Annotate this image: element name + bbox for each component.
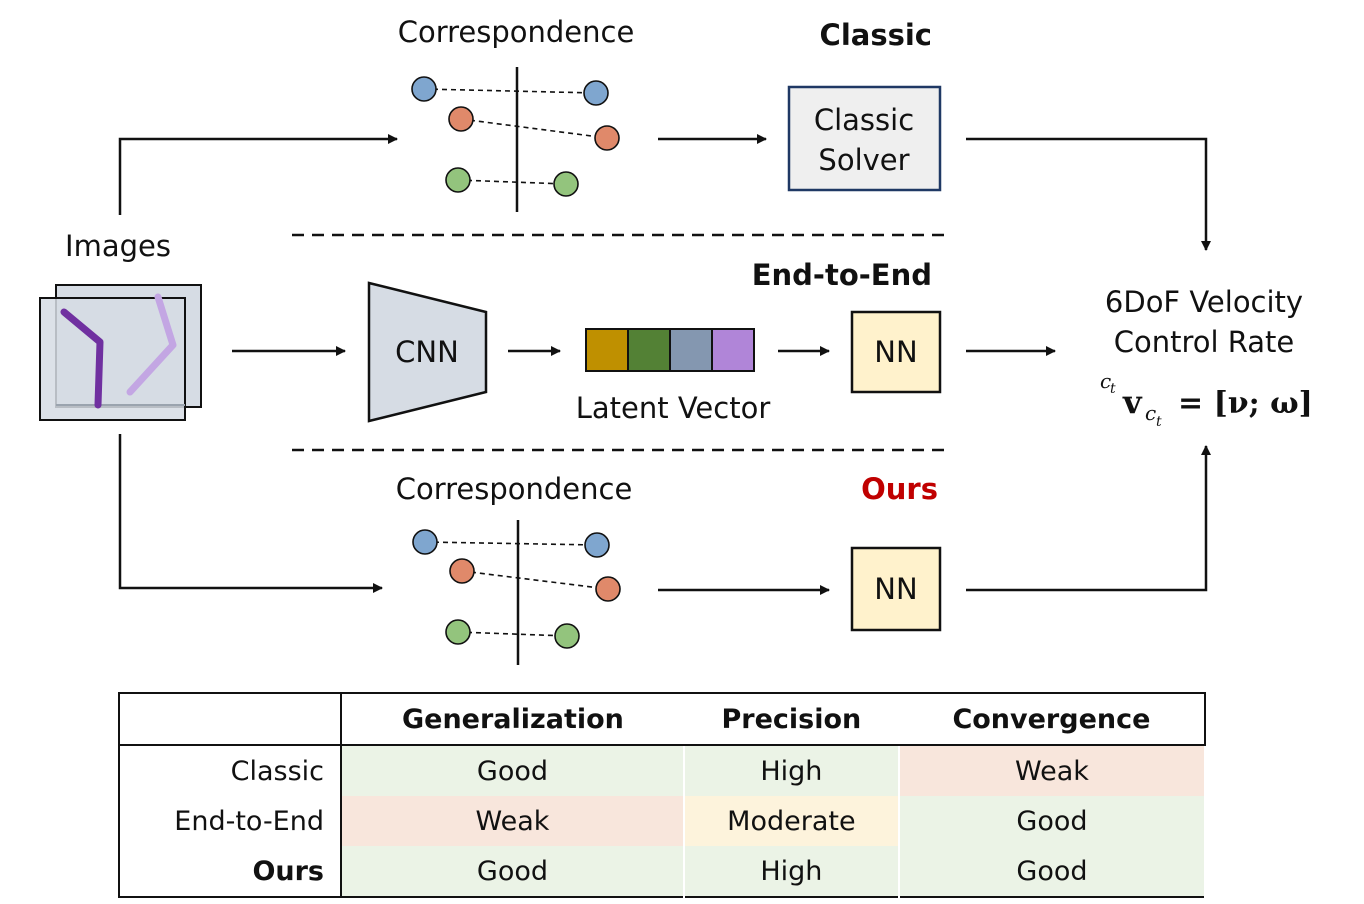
formula-superscript: c (1100, 369, 1111, 393)
output-label-line1: 6DoF Velocity (1105, 285, 1303, 319)
velocity-formula: c t v c t = [ν; ω] (1100, 369, 1313, 430)
table-cell: Moderate (683, 796, 900, 846)
classic-title: Classic (820, 18, 932, 52)
table-cell: Good (898, 846, 1207, 897)
correspondence-bottom-label: Correspondence (396, 472, 633, 506)
cnn-label: CNN (395, 335, 459, 369)
table-cell: Weak (341, 796, 685, 846)
formula-rhs: = [ν; ω] (1178, 386, 1313, 421)
table-cell: High (683, 846, 900, 897)
table-cell: Good (898, 796, 1207, 846)
row-label-end-to-end: End-to-End (119, 796, 342, 846)
table-header-precision: Precision (683, 693, 899, 746)
comparison-table: Generalization Precision Convergence Cla… (118, 692, 1207, 898)
correspondence-bottom-icon (412, 520, 621, 665)
correspondence-top-label: Correspondence (398, 15, 635, 49)
nn-bottom-to-output-arrow (966, 445, 1211, 592)
bottom-branch-arrow (118, 434, 383, 593)
formula-v: v (1122, 383, 1143, 421)
table-cell: Good (341, 846, 685, 897)
input-images-icon (39, 284, 202, 421)
row-label-classic: Classic (119, 745, 342, 796)
nn-middle-label: NN (874, 335, 917, 369)
table-header-generalization: Generalization (341, 693, 684, 746)
table-corner-cell (119, 693, 342, 746)
classic-solver-label-line1: Classic (814, 103, 914, 137)
table-row: End-to-End Weak Moderate Good (119, 796, 1207, 846)
top-branch-arrow (118, 134, 398, 215)
solver-to-output-arrow (966, 137, 1211, 251)
correspondence-top-icon (411, 67, 620, 212)
ours-title: Ours (861, 472, 938, 506)
table-cell: High (683, 745, 900, 796)
latent-vector-icon (585, 328, 755, 372)
latent-vector-label: Latent Vector (576, 391, 771, 425)
table-header-row: Generalization Precision Convergence (119, 693, 1205, 746)
output-label-line2: Control Rate (1114, 325, 1295, 359)
table-row: Classic Good High Weak (119, 745, 1207, 796)
row-label-ours: Ours (119, 846, 342, 897)
images-label: Images (65, 229, 171, 263)
formula-sub: c (1145, 401, 1156, 425)
nn-bottom-box (850, 546, 942, 632)
nn-middle-box (850, 310, 942, 394)
formula-sub-sub: t (1156, 414, 1162, 430)
table-cell: Weak (898, 745, 1207, 796)
table-cell: Good (341, 745, 685, 796)
cnn-trapezoid (367, 281, 488, 423)
nn-bottom-label: NN (874, 572, 917, 606)
classic-solver-label-line2: Solver (818, 143, 909, 177)
table-header-convergence: Convergence (898, 693, 1205, 746)
formula-superscript-sub: t (1110, 381, 1116, 397)
end-to-end-title: End-to-End (752, 258, 932, 292)
table-row: Ours Good High Good (119, 846, 1207, 897)
classic-solver-box (787, 85, 942, 192)
